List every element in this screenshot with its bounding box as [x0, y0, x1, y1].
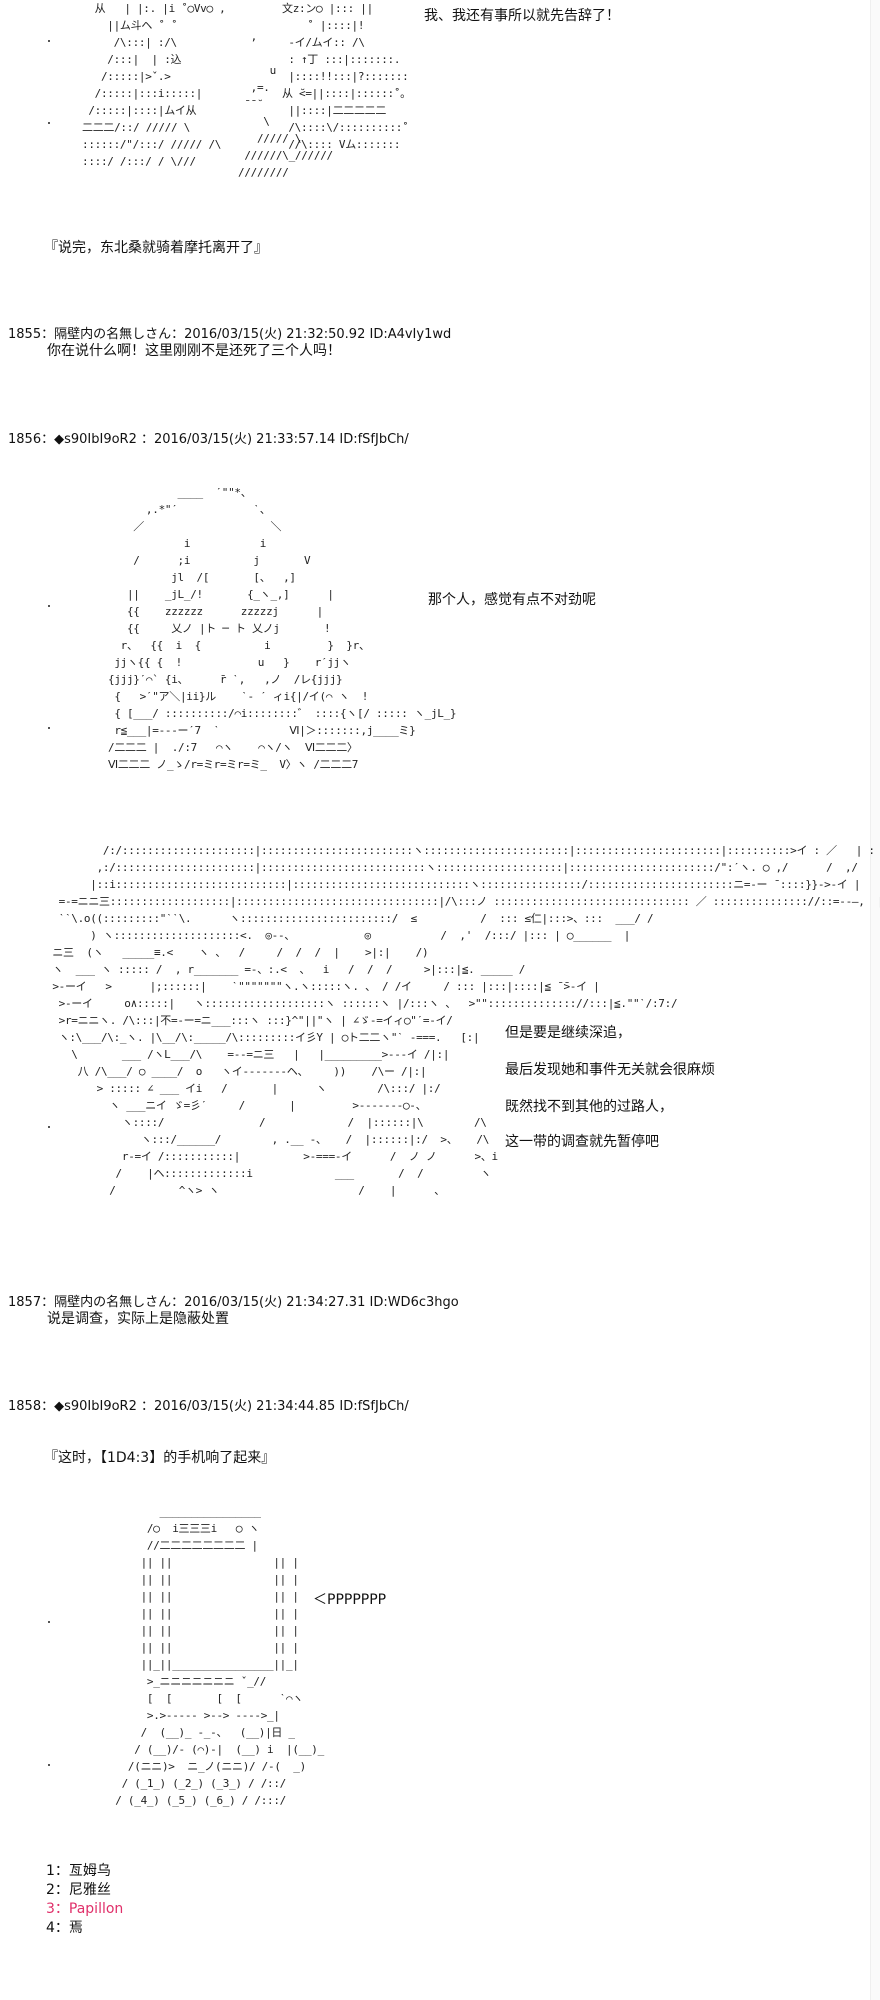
- post-header: 1855：隔壁内の名無しさん：2016/03/15(火) 21:32:50.92…: [8, 327, 452, 342]
- choice-item-2: 2：尼雅丝: [46, 1882, 111, 1898]
- ellipsis-dot: [48, 1126, 50, 1128]
- ascii-art-top-left: 从 | |:. |i ˚◯Vv◯ , ||ム斗ヘ ˚ ˚ /\:::| :/\ …: [82, 2, 226, 168]
- choice-item-4: 4：焉: [46, 1920, 83, 1936]
- post-header: 1857：隔壁内の名無しさん：2016/03/15(火) 21:34:27.31…: [8, 1295, 459, 1310]
- dialogue-line: 那个人，感觉有点不对劲呢: [428, 592, 596, 608]
- ascii-art-phone: ________________ /◯ i三三三i ◯ ヽ //二二二二二二二二…: [115, 1505, 324, 1807]
- dialogue-line: 我、我还有事所以就先告辞了！: [424, 8, 620, 24]
- dialogue-line: 但是要是继续深追，: [505, 1025, 631, 1041]
- ellipsis-dot: [48, 40, 50, 42]
- ellipsis-dot: [48, 1764, 50, 1766]
- dialogue-line: 既然找不到其他的过路人，: [505, 1099, 673, 1115]
- post-header: 1858：◆s90IbI9oR2 ：2016/03/15(火) 21:34:44…: [8, 1399, 409, 1414]
- post-body: 说是调查，实际上是隐蔽处置: [47, 1311, 229, 1327]
- post-header: 1856：◆s90IbI9oR2 ：2016/03/15(火) 21:33:57…: [8, 432, 409, 447]
- ellipsis-dot: [48, 122, 50, 124]
- narration-line: 『这时，【1D4:3】的手机响了起来』: [44, 1450, 276, 1466]
- ellipsis-dot: [48, 727, 50, 729]
- choice-list: 1：亙姆乌 2：尼雅丝 3：Papillon 4：焉: [46, 1862, 123, 1938]
- choice-item-3: 3：Papillon: [46, 1901, 124, 1917]
- page-edge: [870, 0, 880, 2000]
- ringtone-sound: ＜PPPPPPP: [313, 1592, 387, 1608]
- dialogue-line: 这一带的调查就先暂停吧: [505, 1134, 659, 1150]
- ascii-art-top-middle: , u ,=. ˉˉ˘ \ ///// \ //////\_////// ///…: [238, 30, 333, 179]
- ascii-art-character-portrait: ____ ˊ""*、 ,.*"ˊ ˋ、 ／ ＼ i i / ;i j V jl …: [108, 486, 457, 771]
- dialogue-line: 最后发现她和事件无关就会很麻烦: [505, 1062, 715, 1078]
- ascii-art-character-closeup: /:/:::::::::::::::::::::|:::::::::::::::…: [52, 844, 880, 1197]
- choice-item-1: 1：亙姆乌: [46, 1863, 111, 1879]
- ascii-art-top-right: 文z:ン◯ |::: || ˚ |::::|! -イ/ムイ:: /\ : ↑丁 …: [282, 2, 411, 151]
- narration-line: 『说完，东北桑就骑着摩托离开了』: [44, 240, 268, 256]
- ellipsis-dot: [48, 605, 50, 607]
- ellipsis-dot: [48, 1621, 50, 1623]
- post-body: 你在说什么啊！这里刚刚不是还死了三个人吗！: [47, 343, 341, 359]
